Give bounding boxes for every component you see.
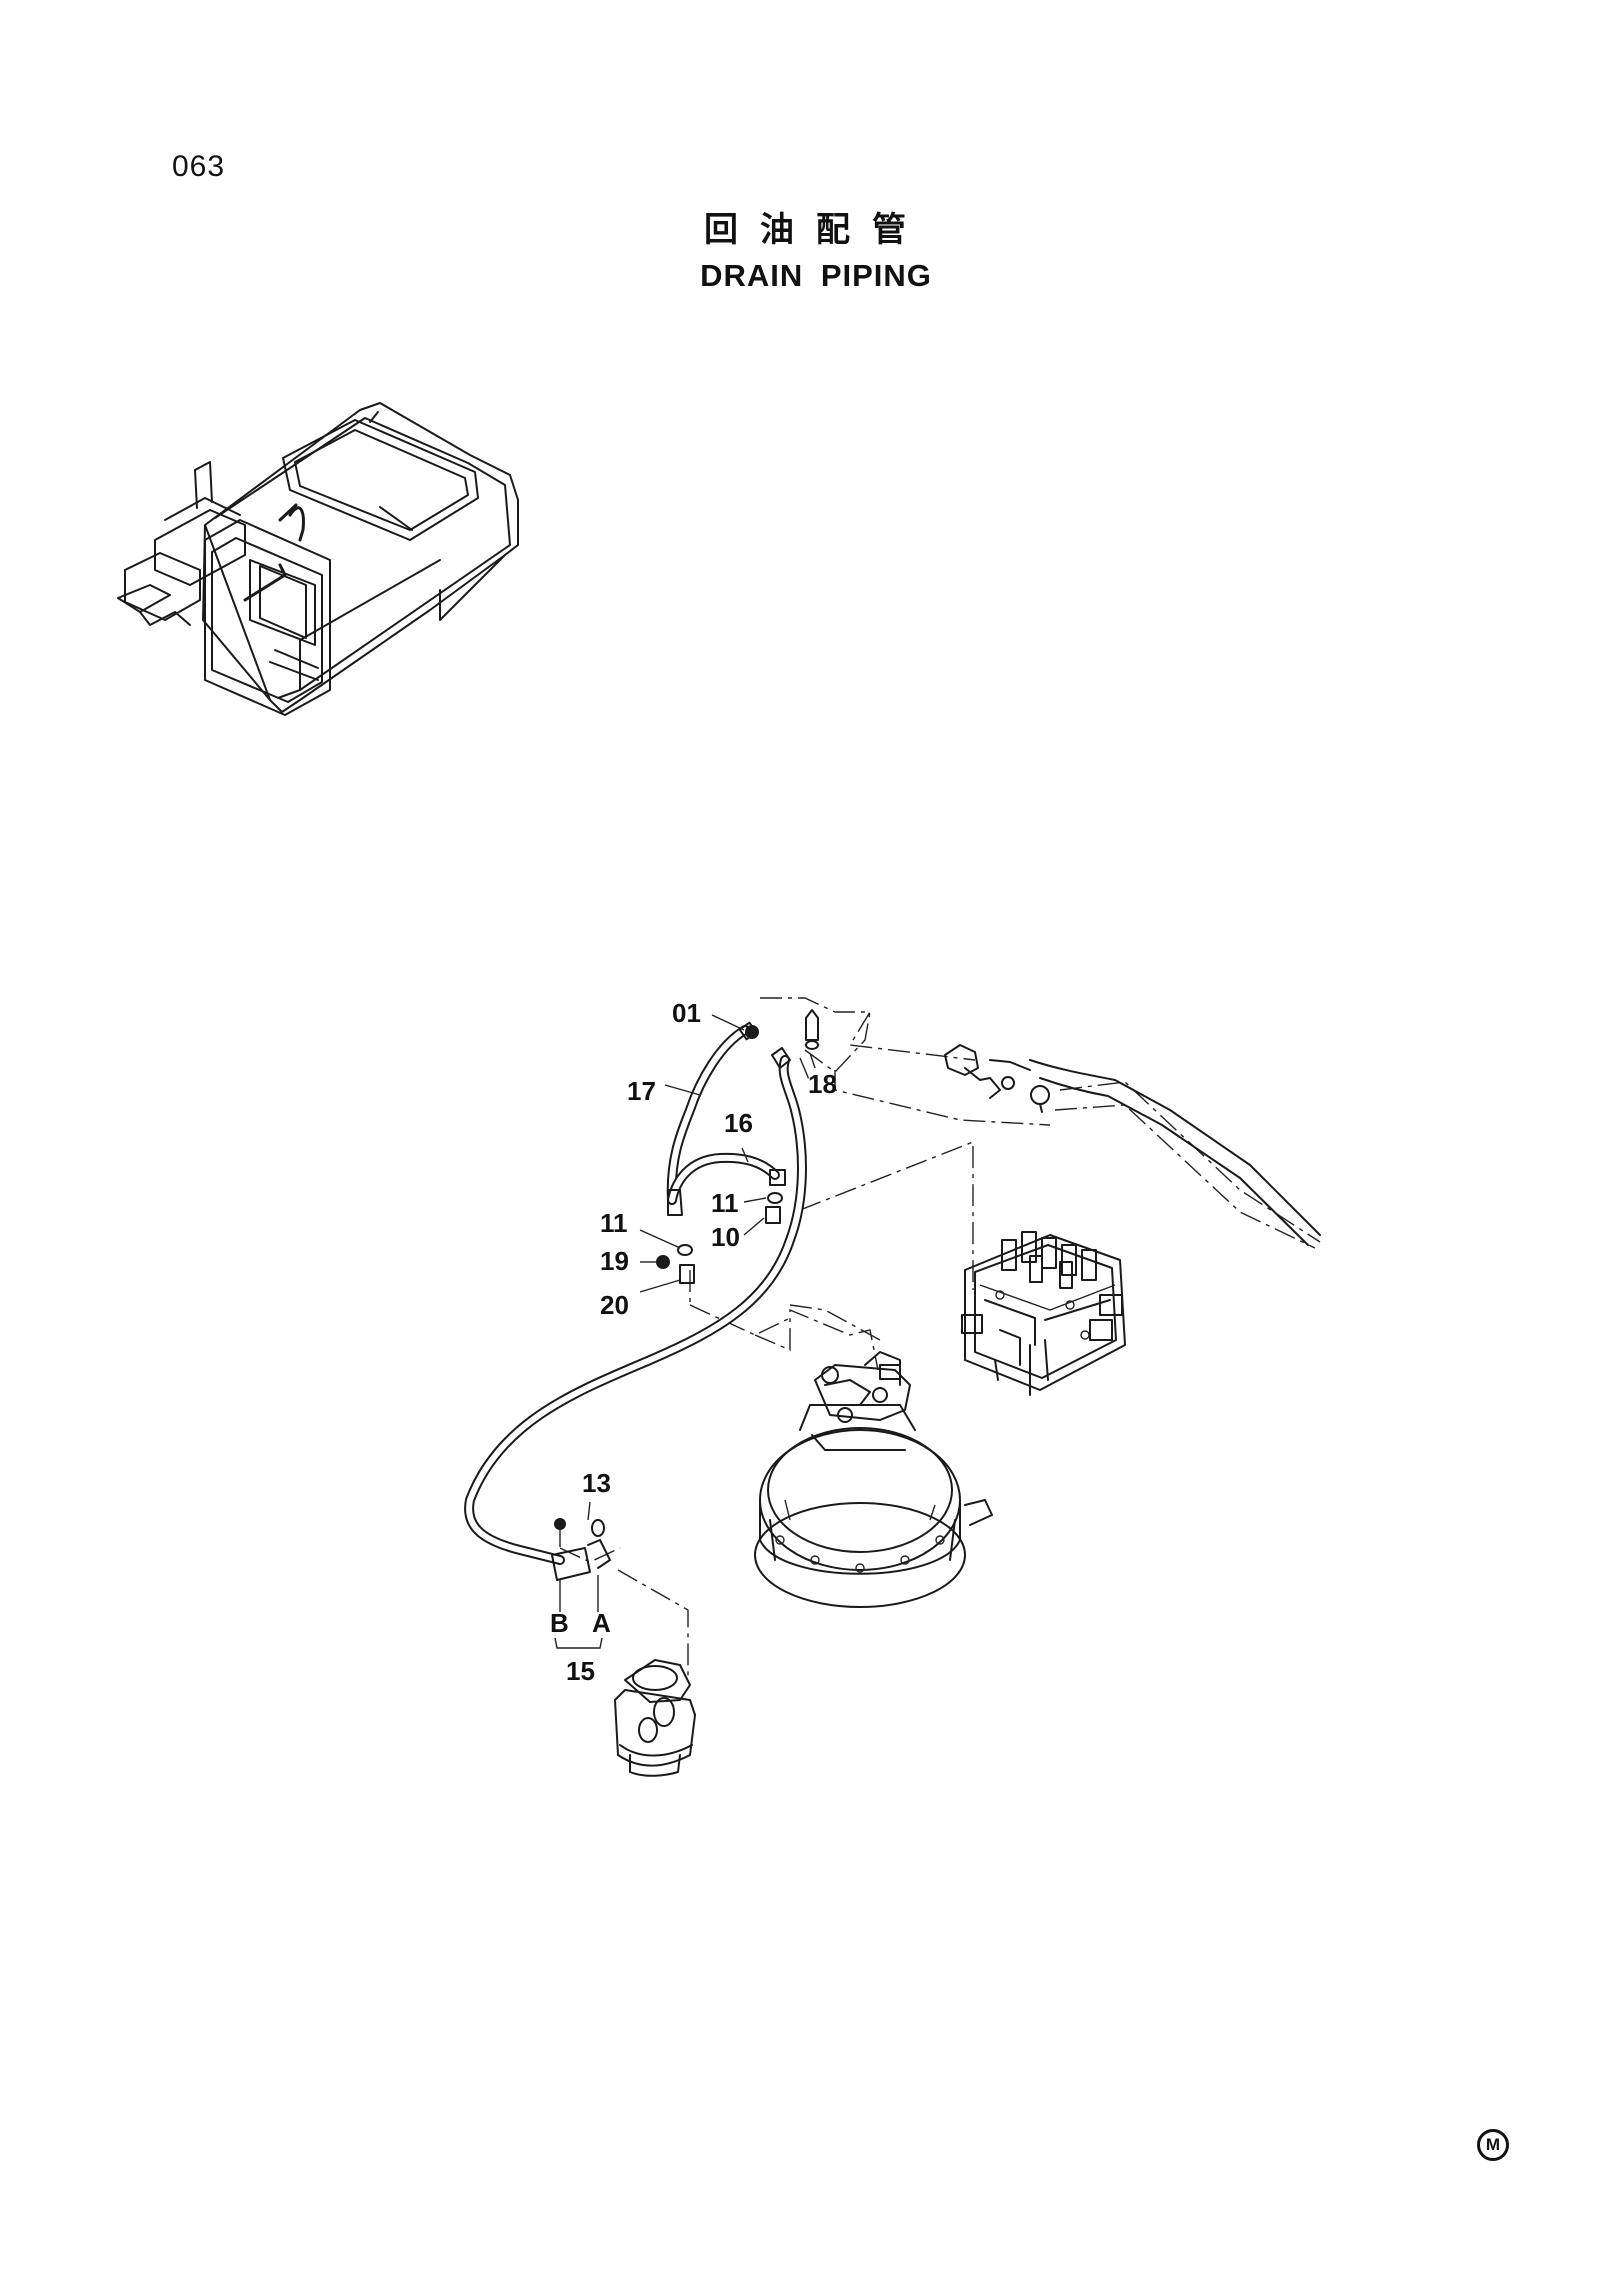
callout-11-left: 11: [600, 1208, 628, 1238]
swing-device-illustration: [754, 1351, 993, 1608]
callout-19: 19: [600, 1246, 629, 1276]
leader-lines: [559, 997, 1321, 1680]
callout-leaders: [554, 1014, 816, 1649]
center-joint-illustration: [614, 1659, 696, 1777]
excavator-upper-structure-illustration: [117, 402, 519, 716]
m-mark-symbol: M: [1477, 2129, 1509, 2161]
main-return-pipe: [944, 1044, 1321, 1246]
callout-17: 17: [627, 1076, 656, 1106]
page-number: 063: [172, 150, 226, 183]
control-valve-illustration: [961, 1231, 1126, 1396]
callout-A: A: [592, 1608, 611, 1638]
callout-16: 16: [724, 1108, 753, 1138]
part-01-plug: [745, 1025, 759, 1039]
callout-10: 10: [711, 1222, 740, 1252]
hoses: [464, 1021, 807, 1581]
title-chinese: 回油配管: [704, 210, 928, 250]
callout-B: B: [550, 1608, 569, 1638]
callout-18: 18: [808, 1069, 837, 1099]
title-english: DRAIN PIPING: [700, 258, 932, 293]
callout-01: 01: [672, 998, 701, 1028]
callout-13: 13: [582, 1468, 611, 1498]
callout-11-right: 11: [711, 1188, 739, 1218]
callout-15: 15: [566, 1656, 595, 1686]
callout-20: 20: [600, 1290, 629, 1320]
small-parts: [554, 1009, 819, 1530]
callout-labels: 01 17 18 16 11 10 11 19 20 13 B A 15: [550, 998, 837, 1686]
